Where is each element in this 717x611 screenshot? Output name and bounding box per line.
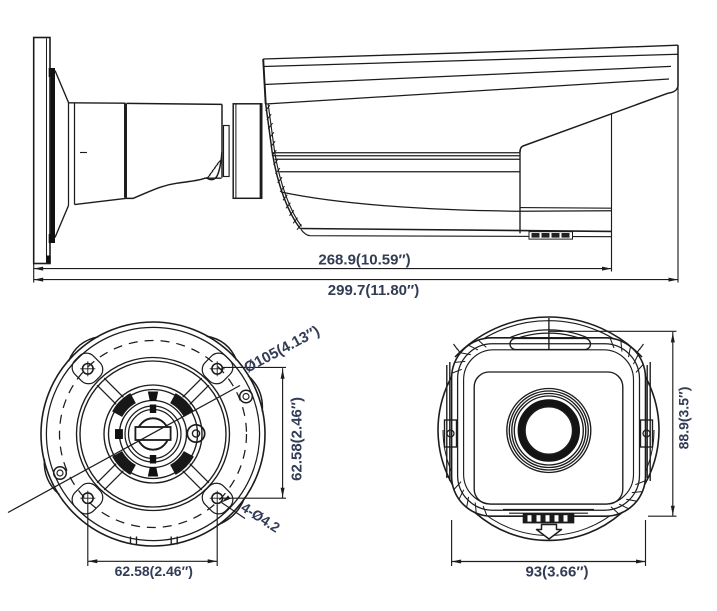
svg-text:299.7(11.80″): 299.7(11.80″) xyxy=(328,282,419,299)
svg-text:88.9(3.5″): 88.9(3.5″) xyxy=(675,387,691,450)
svg-text:62.58(2.46″): 62.58(2.46″) xyxy=(115,563,193,579)
svg-text:62.58(2.46″): 62.58(2.46″) xyxy=(289,397,306,481)
svg-text:268.9(10.59″): 268.9(10.59″) xyxy=(318,251,410,268)
svg-text:93(3.66″): 93(3.66″) xyxy=(525,564,588,581)
